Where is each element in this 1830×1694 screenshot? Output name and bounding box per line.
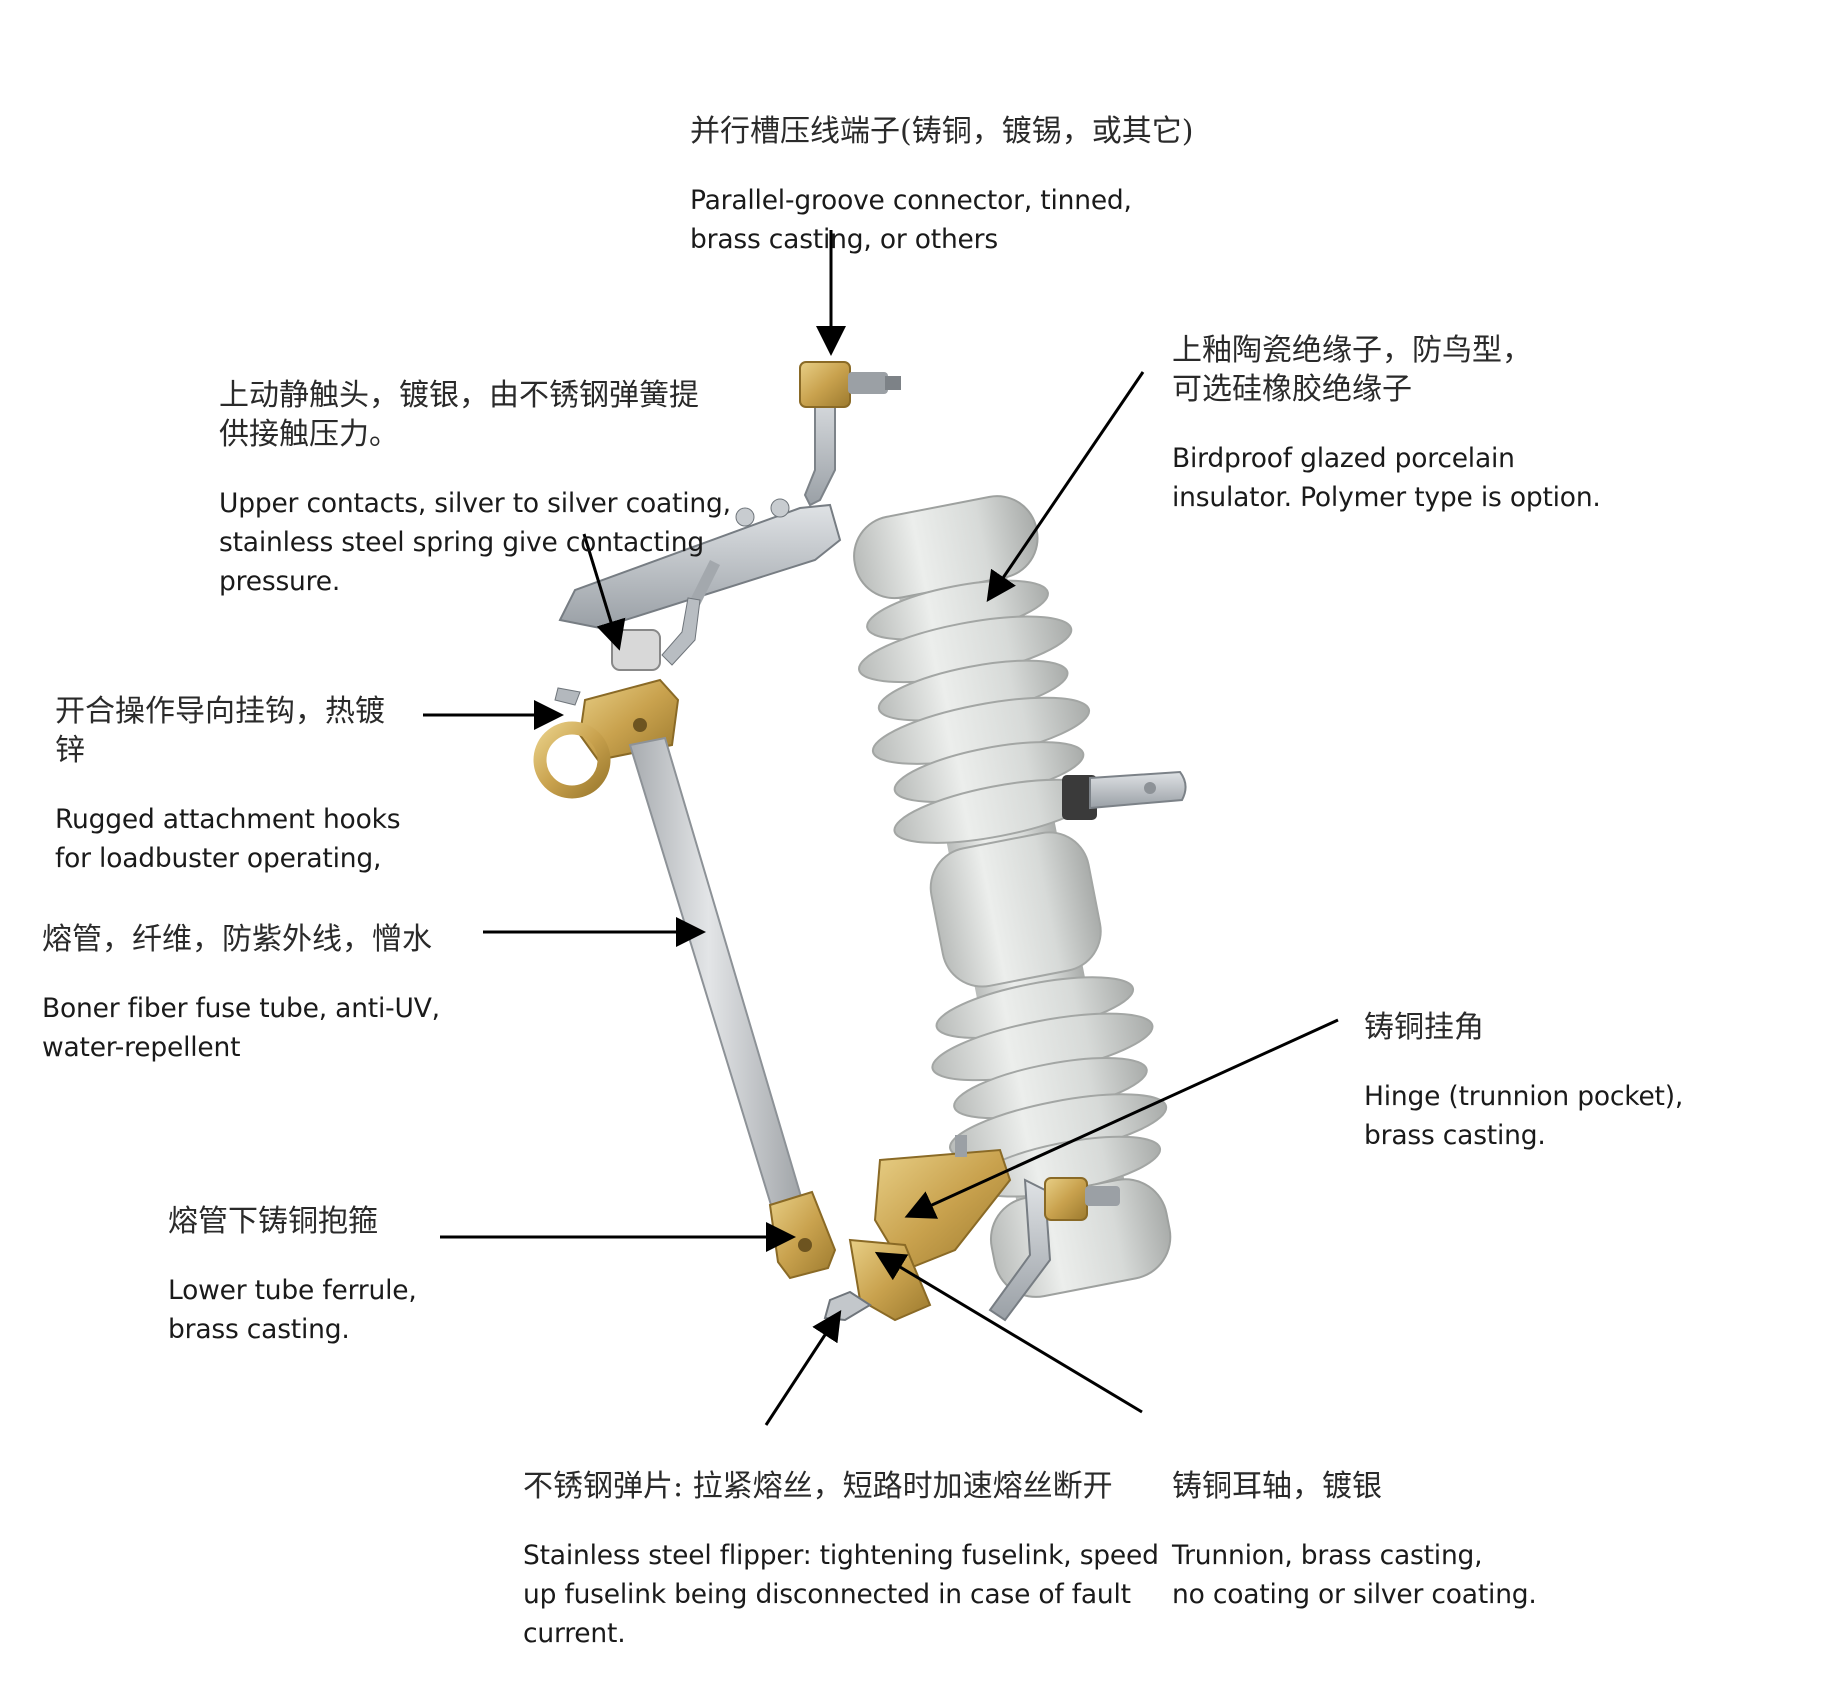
arrow-hinge (904, 1018, 1339, 1219)
callout-hooks: 开合操作导向挂钩，热镀 锌 Rugged attachment hooks fo… (55, 662, 401, 905)
callout-ferrule: 熔管下铸铜抱箍 Lower tube ferrule, brass castin… (168, 1172, 417, 1376)
arrow-trunnion (874, 1251, 1143, 1414)
arrow-insulator (986, 371, 1145, 602)
callout-fuse-tube-en: Boner fiber fuse tube, anti-UV, water-re… (42, 993, 440, 1063)
callout-upper-contacts: 上动静触头，镀银，由不锈钢弹簧提 供接触压力。 Upper contacts, … (219, 346, 731, 628)
callout-flipper-en: Stainless steel flipper: tightening fuse… (523, 1540, 1159, 1649)
lower-assembly (768, 1135, 1120, 1322)
callout-connector-en: Parallel-groove connector, tinned, brass… (690, 185, 1132, 255)
callout-connector: 并行槽压线端子(铸铜，镀锡，或其它) Parallel-groove conne… (690, 82, 1193, 286)
callout-fuse-tube-zh: 熔管，纤维，防紫外线，憎水 (42, 922, 432, 957)
top-connector (799, 361, 901, 507)
callout-hooks-zh: 开合操作导向挂钩，热镀 锌 (55, 694, 385, 768)
callout-fuse-tube: 熔管，纤维，防紫外线，憎水 Boner fiber fuse tube, ant… (42, 890, 440, 1094)
callout-arrows (423, 230, 1339, 1426)
porcelain-insulator (853, 495, 1172, 1298)
mounting-bracket (1062, 770, 1187, 820)
callout-hinge: 铸铜挂角 Hinge (trunnion pocket), brass cast… (1364, 978, 1683, 1182)
callout-trunnion: 铸铜耳轴，镀银 Trunnion, brass casting, no coat… (1172, 1437, 1537, 1641)
callout-hinge-zh: 铸铜挂角 (1364, 1010, 1484, 1045)
callout-trunnion-zh: 铸铜耳轴，镀银 (1172, 1469, 1382, 1504)
callout-ferrule-zh: 熔管下铸铜抱箍 (168, 1204, 378, 1239)
callout-flipper: 不锈钢弹片: 拉紧熔丝，短路时加速熔丝断开 Stainless steel fl… (523, 1437, 1159, 1680)
callout-upper-contacts-zh: 上动静触头，镀银，由不锈钢弹簧提 供接触压力。 (219, 378, 699, 452)
callout-connector-zh: 并行槽压线端子(铸铜，镀锡，或其它) (690, 114, 1194, 149)
callout-insulator: 上釉陶瓷绝缘子，防鸟型， 可选硅橡胶绝缘子 Birdproof glazed p… (1172, 301, 1601, 544)
arrow-flipper (764, 1309, 842, 1426)
callout-upper-contacts-en: Upper contacts, silver to silver coating… (219, 488, 731, 597)
callout-ferrule-en: Lower tube ferrule, brass casting. (168, 1275, 417, 1345)
fuse-tube (628, 736, 807, 1220)
callout-flipper-zh: 不锈钢弹片: 拉紧熔丝，短路时加速熔丝断开 (523, 1469, 1113, 1504)
arrow-upper-contacts (582, 533, 626, 651)
callout-insulator-en: Birdproof glazed porcelain insulator. Po… (1172, 443, 1601, 513)
callout-hooks-en: Rugged attachment hooks for loadbuster o… (55, 804, 401, 874)
upper-contact-arm (558, 498, 842, 666)
callout-trunnion-en: Trunnion, brass casting, no coating or s… (1172, 1540, 1537, 1610)
callout-insulator-zh: 上釉陶瓷绝缘子，防鸟型， 可选硅橡胶绝缘子 (1172, 333, 1532, 407)
callout-hinge-en: Hinge (trunnion pocket), brass casting. (1364, 1081, 1684, 1151)
